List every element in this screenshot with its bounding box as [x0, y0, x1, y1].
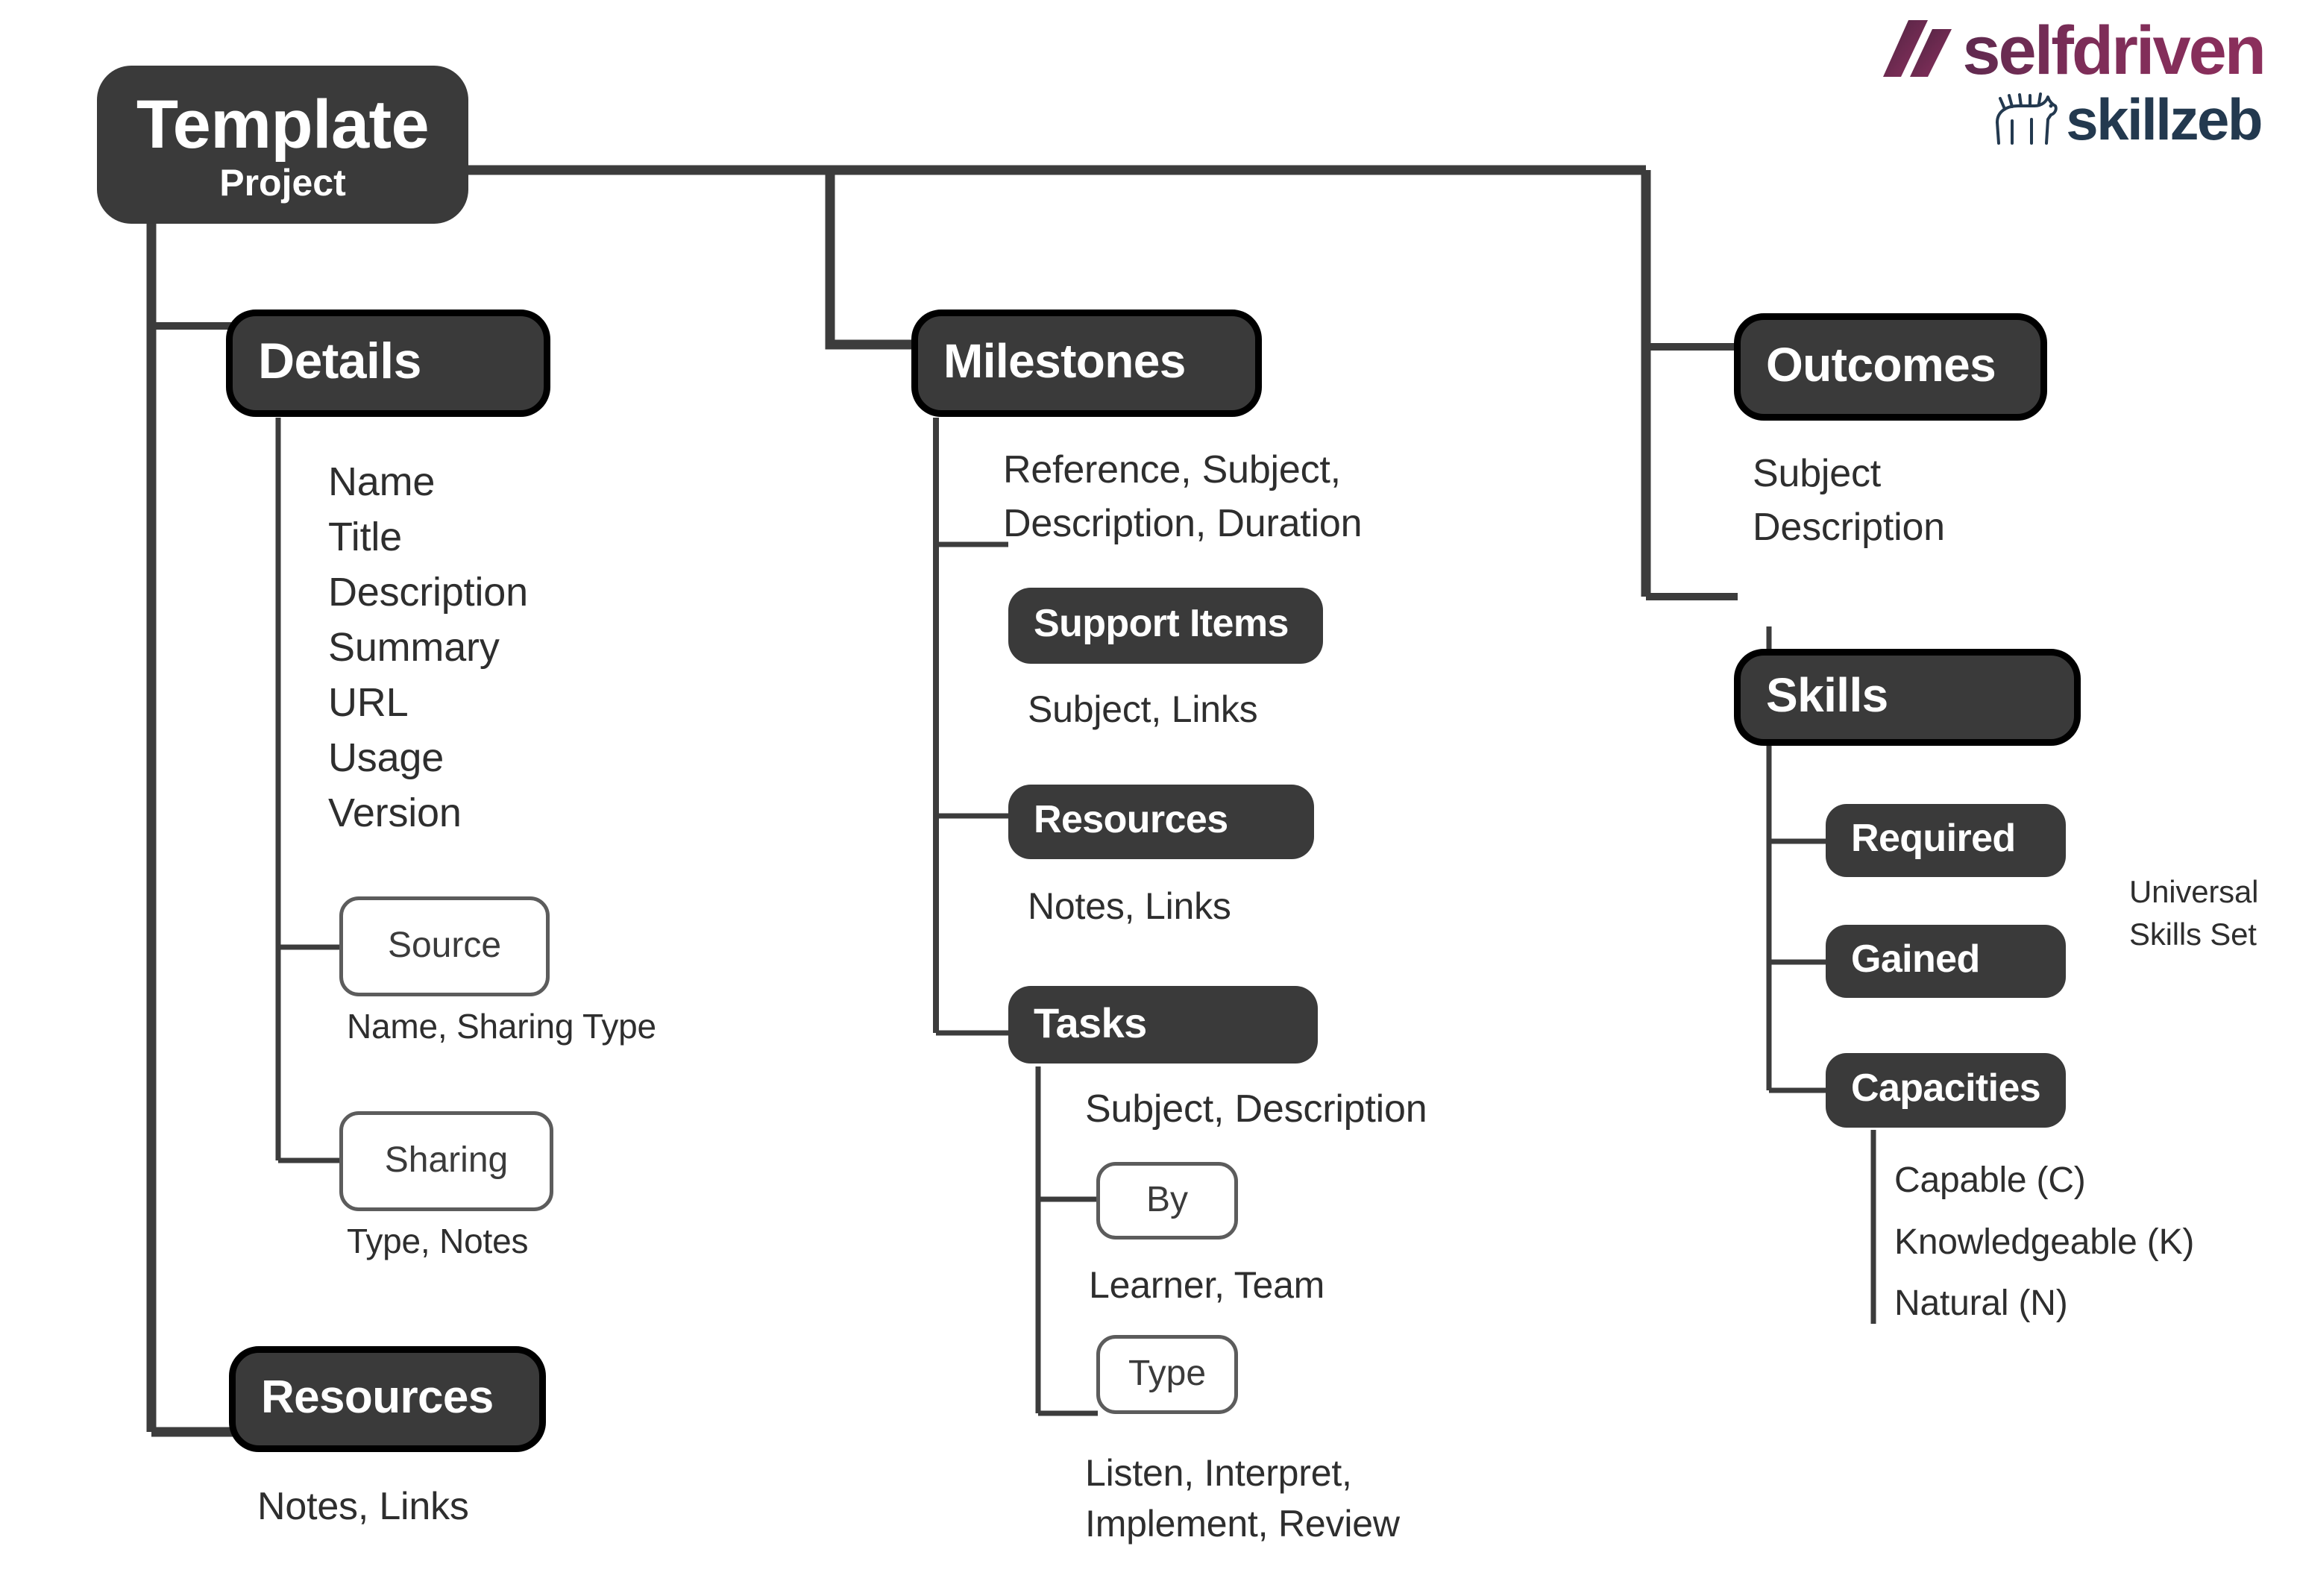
sharing-fields: Type, Notes [347, 1222, 529, 1260]
details-fields: Name Title Description Summary URL Usage… [328, 459, 528, 835]
node-capacities-title: Capacities [1851, 1066, 2041, 1110]
node-resources-milestone[interactable]: Resources [1008, 785, 1314, 859]
type-fields: Listen, Interpret, Implement, Review [1085, 1452, 1400, 1545]
node-support-items[interactable]: Support Items [1008, 588, 1323, 664]
node-milestones[interactable]: Milestones [911, 310, 1262, 417]
node-template[interactable]: Template Project [97, 66, 468, 224]
node-skills[interactable]: Skills [1734, 649, 2081, 746]
node-outcomes-title: Outcomes [1766, 338, 1996, 392]
node-details-title: Details [258, 333, 421, 390]
node-required-title: Required [1851, 817, 2016, 861]
brand-logo: selfdriven skillzeb [1787, 13, 2266, 151]
node-skills-title: Skills [1766, 668, 1888, 723]
slash-mark-icon [1883, 19, 1952, 84]
node-resources-template[interactable]: Resources [229, 1346, 546, 1452]
node-sharing[interactable]: Sharing [339, 1111, 553, 1211]
by-fields: Learner, Team [1089, 1264, 1325, 1306]
node-tasks-title: Tasks [1034, 999, 1147, 1047]
resources-template-fields: Notes, Links [257, 1485, 469, 1528]
node-gained[interactable]: Gained [1826, 925, 2066, 998]
node-source-title: Source [387, 925, 502, 965]
universal-skills-set-note: Universal Skills Set [2129, 874, 2259, 952]
node-sharing-title: Sharing [384, 1140, 509, 1180]
node-resources-template-title: Resources [261, 1372, 494, 1424]
tasks-fields: Subject, Description [1085, 1087, 1427, 1131]
node-required[interactable]: Required [1826, 804, 2066, 877]
node-capacities[interactable]: Capacities [1826, 1053, 2066, 1128]
node-by[interactable]: By [1096, 1162, 1238, 1240]
capacities-fields: Capable (C) Knowledgeable (K) Natural (N… [1894, 1160, 2195, 1324]
node-details[interactable]: Details [226, 310, 550, 417]
resources-milestone-fields: Notes, Links [1028, 885, 1231, 927]
node-gained-title: Gained [1851, 937, 1980, 981]
node-template-title: Template [136, 86, 430, 163]
node-resources-milestone-title: Resources [1034, 798, 1228, 842]
node-outcomes[interactable]: Outcomes [1734, 313, 2047, 421]
node-source[interactable]: Source [339, 896, 550, 996]
source-fields: Name, Sharing Type [347, 1007, 656, 1046]
milestones-fields: Reference, Subject, Description, Duratio… [1003, 448, 1363, 545]
node-type-title: Type [1128, 1353, 1207, 1393]
node-milestones-title: Milestones [943, 334, 1186, 389]
skillzeb-lockup: skillzeb [1787, 87, 2264, 151]
node-by-title: By [1146, 1179, 1188, 1219]
selfdriven-lockup: selfdriven [1787, 13, 2266, 89]
zebra-icon [1990, 87, 2061, 151]
node-tasks[interactable]: Tasks [1008, 986, 1318, 1064]
skillzeb-wordmark: skillzeb [2066, 86, 2263, 152]
outcomes-fields: Subject Description [1753, 452, 1945, 549]
node-template-subtitle: Project [219, 161, 346, 204]
selfdriven-wordmark: selfdriven [1962, 13, 2266, 89]
node-support-items-title: Support Items [1034, 602, 1289, 646]
node-type[interactable]: Type [1096, 1335, 1238, 1414]
support-items-fields: Subject, Links [1028, 688, 1258, 730]
